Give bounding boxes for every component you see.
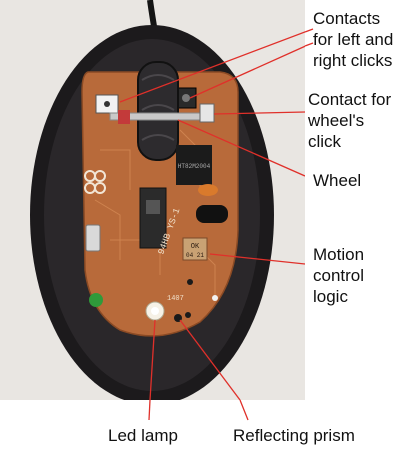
pointer-wheel-click <box>213 111 305 115</box>
controller-chip <box>176 145 212 185</box>
ok-stamp-date: 04 21 <box>186 252 204 259</box>
pointer-lines <box>119 31 305 400</box>
label-wheel-click-contact: Contact for wheel's click <box>308 90 392 151</box>
wheel-click-contact <box>199 103 215 123</box>
capacitor-right <box>196 205 228 223</box>
led-highlight <box>151 307 159 315</box>
coil <box>84 170 106 194</box>
pointer-led <box>149 319 156 400</box>
capacitor-orange <box>198 184 218 196</box>
pointer-wheel <box>177 119 305 177</box>
label-reflecting-prism: Reflecting prism <box>233 426 355 445</box>
sensor-window <box>146 200 160 214</box>
right-switch-button <box>182 94 190 102</box>
prism-hole-2 <box>185 312 191 318</box>
label-motion-control-logic: Motion control logic <box>313 245 365 306</box>
pointer-left-click <box>119 31 305 103</box>
left-switch-button <box>104 101 110 107</box>
label-click-contacts: Contacts for left and right clicks <box>313 9 394 70</box>
mouse-photo: HT82M2004 OK 04 21 94HB YS-1 1407 <box>0 0 305 400</box>
date-marking: 1407 <box>167 295 184 303</box>
pointer-prism-ext <box>239 399 249 421</box>
pointer-right-click-ext <box>304 42 314 47</box>
scroll-wheel <box>137 61 179 161</box>
pointer-left-click-ext <box>304 28 314 33</box>
optical-sensor <box>139 187 167 249</box>
mount-pad <box>212 295 218 301</box>
ok-stamp <box>182 237 208 261</box>
mount-hole <box>187 279 193 285</box>
label-wheel: Wheel <box>313 171 362 190</box>
pointer-motion-logic <box>209 253 305 265</box>
wheel-axle-spring <box>118 110 130 124</box>
capacitor-left <box>85 224 101 252</box>
label-led-lamp: Led lamp <box>108 426 178 445</box>
wheel-ridges <box>141 74 175 141</box>
ok-stamp-text: OK <box>191 243 200 251</box>
green-sticker <box>89 293 103 307</box>
pointer-led-ext <box>148 399 151 421</box>
chip-label: HT82M2004 <box>178 163 211 170</box>
pointer-prism <box>179 319 241 400</box>
pointer-right-click <box>189 45 305 99</box>
